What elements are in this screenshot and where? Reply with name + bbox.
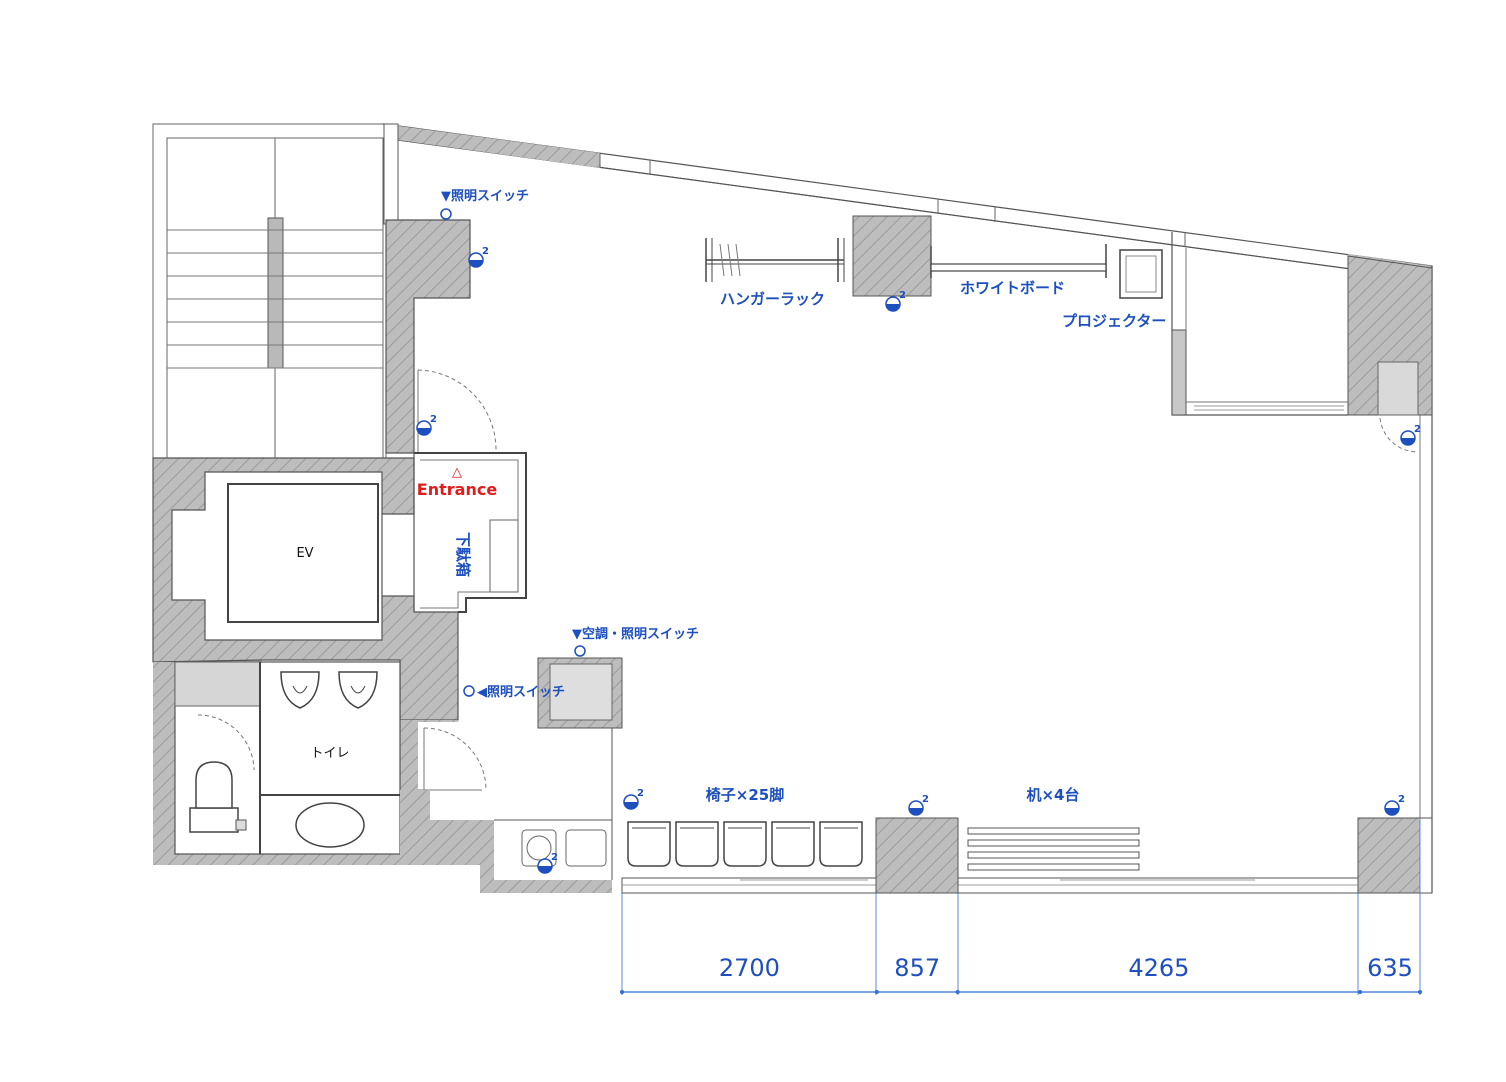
dimension-label: 635 xyxy=(1367,954,1413,982)
east-walls xyxy=(1171,232,1433,894)
light-switch-icon xyxy=(440,208,452,220)
chair-3 xyxy=(723,821,767,867)
outlet-count: 2 xyxy=(482,246,489,257)
entrance-area xyxy=(413,369,527,613)
projector-label: プロジェクター xyxy=(1062,312,1166,330)
whiteboard-label: ホワイトボード xyxy=(960,279,1065,297)
light-switch-icon-side xyxy=(463,685,475,697)
outlet-icon: 2 xyxy=(1384,794,1405,816)
ev-label: EV xyxy=(296,546,313,561)
elevator-block: EV xyxy=(152,457,459,721)
outlet-count: 2 xyxy=(899,290,906,301)
toilet-area: トイレ xyxy=(153,661,487,865)
outlet-count: 2 xyxy=(1414,424,1421,435)
outlet-icon: 2 xyxy=(468,246,489,268)
chair-5 xyxy=(819,821,863,867)
hanger-rack-label: ハンガーラック xyxy=(720,290,825,308)
kitchenette xyxy=(400,657,623,893)
outlet-count: 2 xyxy=(551,852,558,863)
outlet-icon: 2 xyxy=(416,414,437,436)
dimension-tick xyxy=(874,990,879,994)
shoe-box-label: 下駄箱 xyxy=(454,532,472,577)
outlet-icon: 2 xyxy=(537,852,558,874)
entrance-mark: △ xyxy=(452,465,462,480)
outlet-icon: 2 xyxy=(908,794,929,816)
projector xyxy=(1119,249,1163,299)
desks-label: 机×4台 xyxy=(1026,786,1079,804)
outlet-count: 2 xyxy=(922,794,929,805)
west-walls xyxy=(383,123,471,454)
desks xyxy=(967,827,1140,871)
hanger-rack xyxy=(705,238,845,282)
outlet-count: 2 xyxy=(430,414,437,425)
ac-switch-icon xyxy=(574,645,586,657)
dimension-label: 857 xyxy=(894,954,940,982)
dimension-tick xyxy=(1418,990,1422,994)
dimension-label: 2700 xyxy=(719,954,780,982)
dimension-tick xyxy=(620,990,624,994)
whiteboard xyxy=(930,244,1107,278)
entrance-label: Entrance xyxy=(417,480,498,499)
dimension-label: 4265 xyxy=(1128,954,1189,982)
column-center xyxy=(852,215,932,297)
chairs-label: 椅子×25脚 xyxy=(706,786,784,804)
outlets: 2 2 2 2 2 2 2 2 xyxy=(416,246,1421,874)
dimension-tick xyxy=(1358,990,1363,994)
light-switch-label-top: ▼照明スイッチ xyxy=(441,189,529,204)
stairwell xyxy=(152,123,387,459)
switches xyxy=(440,208,586,697)
outlet-icon: 2 xyxy=(623,788,644,810)
chair-1 xyxy=(627,821,671,867)
room-labels: ▼照明スイッチ ▼空調・照明スイッチ ◀照明スイッチ ハンガーラック ホワイトボ… xyxy=(417,189,1167,804)
dimension-tick xyxy=(955,990,960,994)
toilet-label: トイレ xyxy=(310,746,349,761)
outlet-icon: 2 xyxy=(1400,424,1421,446)
outlet-count: 2 xyxy=(1398,794,1405,805)
chair-2 xyxy=(675,821,719,867)
dimension-lines: 2700 857 4265 635 xyxy=(620,820,1422,995)
chairs xyxy=(627,821,863,867)
outlet-count: 2 xyxy=(637,788,644,799)
chair-4 xyxy=(771,821,815,867)
light-switch-label-side: ◀照明スイッチ xyxy=(477,685,565,700)
south-wall xyxy=(621,817,1359,894)
outlet-icon: 2 xyxy=(885,290,906,312)
ac-light-switch-label: ▼空調・照明スイッチ xyxy=(572,626,699,642)
